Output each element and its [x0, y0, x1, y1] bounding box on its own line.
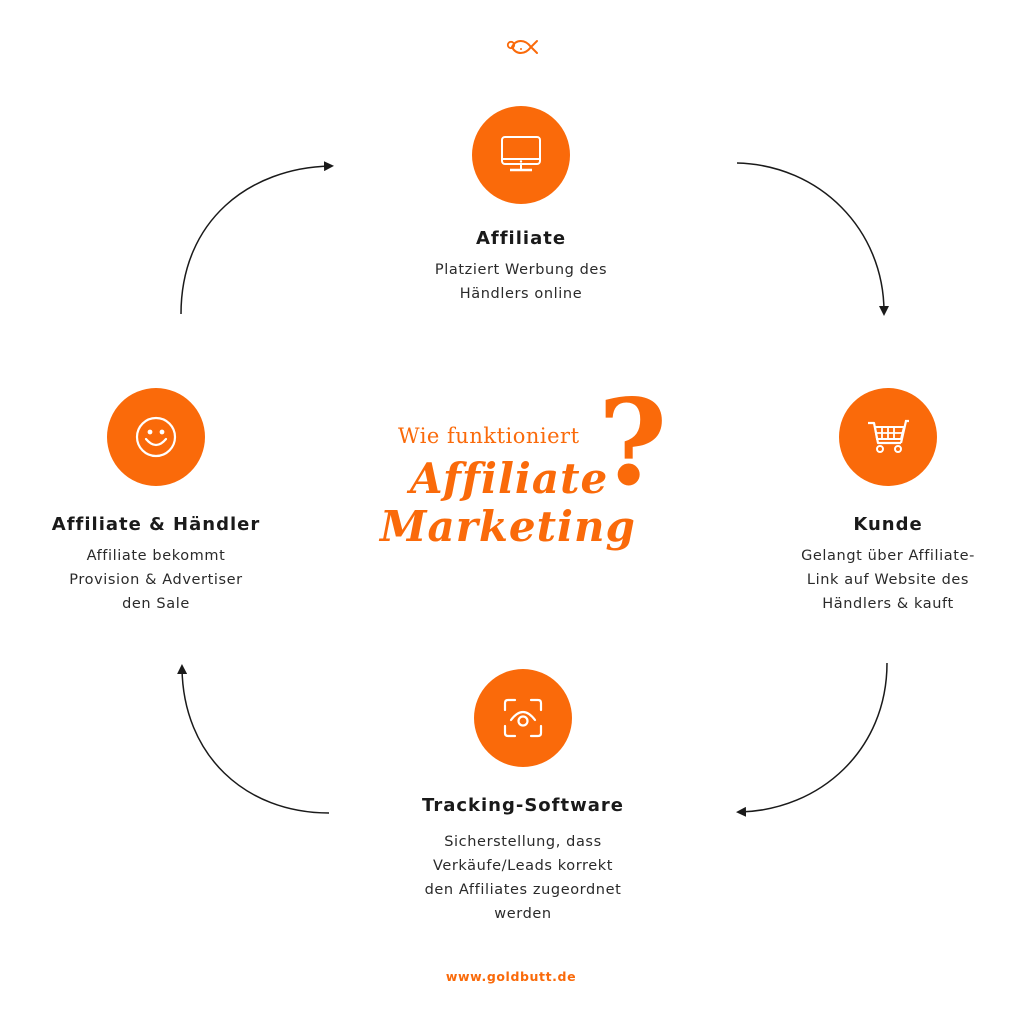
tracking-icon-circle	[474, 669, 572, 767]
smiley-icon	[135, 416, 177, 458]
center-title-line2: Marketing	[380, 502, 636, 551]
fish-logo-icon	[506, 40, 538, 54]
description-line: werden	[494, 906, 552, 922]
node-description-kunde: Gelangt über Affiliate- Link auf Website…	[758, 544, 1018, 616]
description-line: Link auf Website des	[806, 572, 970, 588]
node-title-affiliate: Affiliate	[475, 228, 567, 249]
eye-scan-icon	[503, 698, 543, 738]
node-title-tracking: Tracking-Software	[422, 795, 624, 816]
shopping-cart-icon	[868, 419, 909, 453]
arrow-top-left	[180, 161, 334, 315]
description-line: Händlers online	[459, 286, 583, 302]
question-mark: ?	[598, 373, 668, 512]
description-line: Händlers & kauft	[822, 596, 954, 612]
affiliate-icon-circle	[472, 106, 570, 204]
arrow-top-right	[736, 162, 889, 316]
description-line: Affiliate bekommt	[86, 548, 226, 564]
arrow-bottom-right	[736, 662, 888, 817]
affiliate-haendler-icon-circle	[107, 388, 205, 486]
center-title-line1: Affiliate	[410, 454, 609, 503]
node-description-affiliate: Platziert Werbung des Händlers online	[390, 258, 652, 306]
kunde-icon-circle	[839, 388, 937, 486]
description-line: Platziert Werbung des	[434, 262, 608, 278]
monitor-icon	[501, 136, 541, 172]
center-subtitle: Wie funktioniert	[398, 424, 580, 448]
node-description-affiliate-haendler: Affiliate bekommt Provision & Advertiser…	[26, 544, 286, 616]
node-description-tracking: Sicherstellung, dass Verkäufe/Leads korr…	[378, 830, 668, 926]
description-line: Gelangt über Affiliate-	[801, 548, 975, 564]
description-line: den Affiliates zugeordnet	[424, 882, 622, 898]
description-line: Provision & Advertiser	[69, 572, 243, 588]
node-title-affiliate-haendler: Affiliate & Händler	[51, 514, 261, 535]
description-line: Verkäufe/Leads korrekt	[432, 858, 614, 874]
node-title-kunde: Kunde	[853, 514, 923, 535]
description-line: den Sale	[122, 596, 190, 612]
footer-url[interactable]: www.goldbutt.de	[445, 969, 577, 984]
description-line: Sicherstellung, dass	[444, 834, 602, 850]
arrow-bottom-left	[177, 664, 330, 814]
